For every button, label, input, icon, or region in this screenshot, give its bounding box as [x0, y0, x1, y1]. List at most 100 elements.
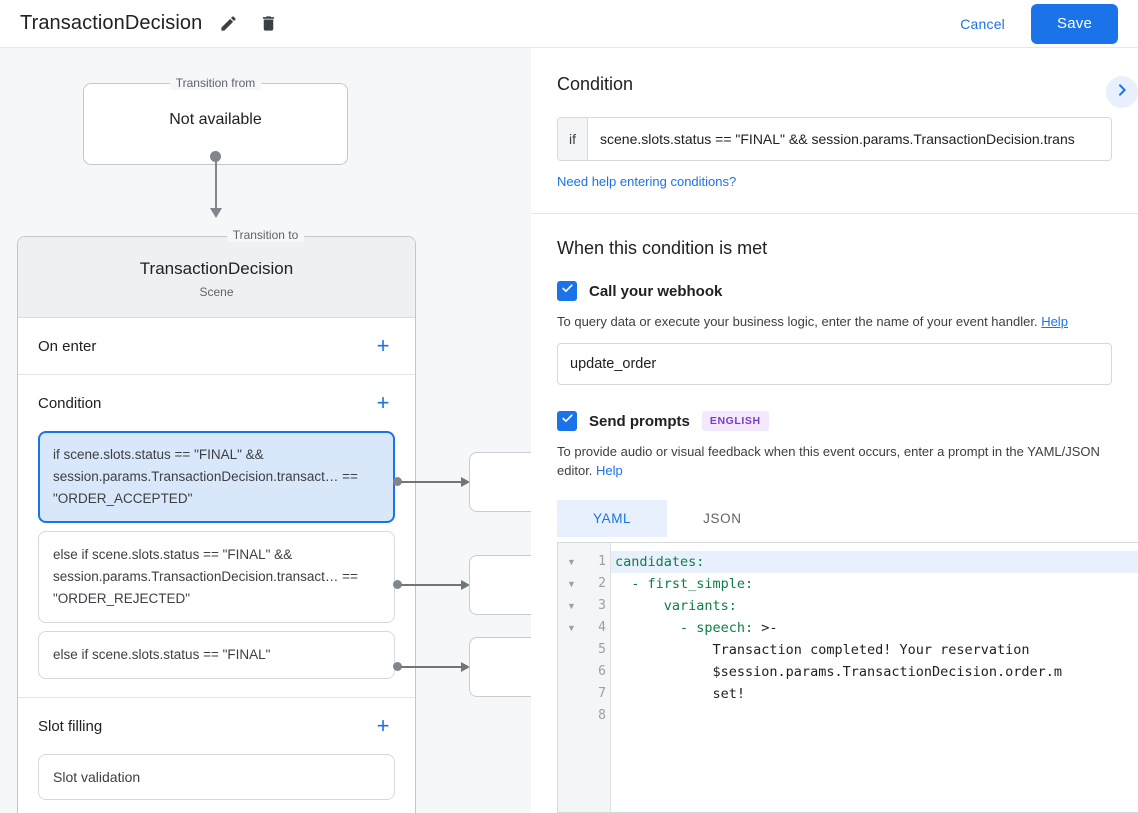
code-line: [611, 705, 1138, 727]
scene-header: TransactionDecision Scene: [18, 237, 415, 318]
call-webhook-checkbox[interactable]: [557, 281, 577, 301]
yaml-key: variants:: [615, 598, 737, 614]
condition-heading: Condition: [557, 74, 634, 94]
edge-dot-2: [393, 662, 402, 671]
send-prompts-checkbox[interactable]: [557, 411, 577, 431]
panel-condition-section: Condition if Need help entering conditio…: [531, 48, 1138, 214]
add-slot-filling-button[interactable]: +: [376, 713, 390, 738]
edge-arrowhead-1: [461, 580, 470, 590]
transition-to-card: TransactionDecision Scene On enter + Con…: [17, 236, 416, 813]
line-number: 6: [598, 664, 606, 679]
condition-help-link[interactable]: Need help entering conditions?: [557, 174, 737, 189]
pencil-icon: [219, 14, 238, 33]
save-button[interactable]: Save: [1031, 3, 1118, 44]
target-node-1[interactable]: [469, 555, 531, 615]
webhook-row: Call your webhook: [557, 281, 1112, 301]
yaml-rest: set!: [615, 686, 746, 702]
yaml-key: - first_simple:: [615, 576, 754, 592]
trash-icon: [259, 14, 278, 33]
code-line: Transaction completed! Your reservation: [611, 639, 1138, 661]
details-panel: Condition if Need help entering conditio…: [531, 48, 1138, 813]
section-on-enter: On enter +: [18, 318, 415, 375]
add-on-enter-button[interactable]: +: [376, 333, 390, 358]
condition-chip-2[interactable]: else if scene.slots.status == "FINAL": [38, 631, 395, 679]
cancel-button[interactable]: Cancel: [944, 8, 1021, 40]
condition-chip-0[interactable]: if scene.slots.status == "FINAL" && sess…: [38, 431, 395, 523]
yaml-key: - speech:: [615, 620, 754, 636]
prompts-block: Send prompts ENGLISH To provide audio or…: [557, 411, 1112, 537]
line-number: 7: [598, 686, 606, 701]
prompts-help-link[interactable]: Help: [596, 463, 623, 478]
section-header: On enter +: [38, 318, 395, 374]
section-condition: Condition + if scene.slots.status == "FI…: [18, 375, 415, 698]
target-node-0[interactable]: [469, 452, 531, 512]
yaml-editor[interactable]: ▼ ▼ ▼ ▼ 1 2 3 4 5 6 7 8 candidates: - fi…: [557, 542, 1138, 813]
collapse-panel-button[interactable]: [1106, 76, 1138, 108]
slot-validation-chip[interactable]: Slot validation: [38, 754, 395, 800]
line-number: 4: [598, 620, 606, 635]
code-area[interactable]: candidates: - first_simple: variants: - …: [611, 543, 1138, 812]
yaml-rest: $session.params.TransactionDecision.orde…: [615, 664, 1063, 680]
fold-toggle-4[interactable]: ▼: [567, 623, 576, 633]
condition-if-label: if: [558, 118, 588, 160]
code-line: - speech: >-: [611, 617, 1138, 639]
edge-line-0: [401, 481, 463, 483]
transition-from-legend: Transition from: [169, 76, 262, 90]
prompts-row: Send prompts ENGLISH: [557, 411, 1112, 431]
code-line: - first_simple:: [611, 573, 1138, 595]
met-heading: When this condition is met: [557, 238, 768, 258]
condition-chip-1[interactable]: else if scene.slots.status == "FINAL" &&…: [38, 531, 395, 623]
webhook-helper-text: To query data or execute your business l…: [557, 312, 1112, 331]
check-icon: [561, 412, 574, 430]
tab-json[interactable]: JSON: [703, 511, 742, 526]
delete-button[interactable]: [254, 10, 282, 38]
yaml-rest: Transaction completed! Your reservation: [615, 642, 1030, 658]
line-number: 1: [598, 554, 606, 569]
fold-gutter: ▼ ▼ ▼ ▼: [558, 543, 585, 812]
condition-input-row[interactable]: if: [557, 117, 1112, 161]
page-title: TransactionDecision: [20, 12, 203, 34]
call-webhook-label: Call your webhook: [589, 282, 723, 300]
webhook-help-link[interactable]: Help: [1041, 314, 1068, 329]
code-line: $session.params.TransactionDecision.orde…: [611, 661, 1138, 683]
scene-type: Scene: [199, 285, 234, 299]
transition-to-legend: Transition to: [226, 228, 305, 242]
check-icon: [561, 282, 574, 300]
language-badge: ENGLISH: [701, 411, 769, 431]
editor-tabs: YAML JSON: [557, 500, 1112, 537]
edge-dot-0: [393, 477, 402, 486]
add-condition-button[interactable]: +: [376, 390, 390, 415]
transition-from-value: Not available: [169, 111, 262, 128]
fold-toggle-2[interactable]: ▼: [567, 579, 576, 589]
fold-toggle-3[interactable]: ▼: [567, 601, 576, 611]
edge-dot-1: [393, 580, 402, 589]
app-header: TransactionDecision Cancel Save: [0, 0, 1138, 48]
prompts-helper-text: To provide audio or visual feedback when…: [557, 442, 1112, 480]
prompts-helper-prefix: To provide audio or visual feedback when…: [557, 444, 1100, 478]
line-number: 8: [598, 708, 606, 723]
line-number: 3: [598, 598, 606, 613]
section-slot-filling: Slot filling + Slot validation: [18, 698, 415, 800]
yaml-key: candidates:: [615, 554, 705, 570]
tab-yaml[interactable]: YAML: [557, 500, 668, 537]
chevron-right-icon: [1114, 82, 1130, 103]
yaml-rest: >-: [753, 620, 778, 636]
line-number: 5: [598, 642, 606, 657]
edge-line-2: [401, 666, 463, 668]
fold-toggle-1[interactable]: ▼: [567, 557, 576, 567]
code-line: candidates:: [611, 551, 1138, 573]
condition-input[interactable]: [588, 118, 1111, 160]
scene-name: TransactionDecision: [139, 259, 294, 278]
edge-arrowhead-0: [461, 477, 470, 487]
scene-graph-canvas[interactable]: Transition from Not available Transition…: [0, 48, 531, 813]
line-number: 2: [598, 576, 606, 591]
webhook-handler-input[interactable]: [557, 343, 1112, 385]
connector-arrowhead: [210, 208, 222, 218]
webhook-helper-prefix: To query data or execute your business l…: [557, 314, 1042, 329]
section-header: Slot filling +: [38, 698, 395, 754]
edge-arrowhead-2: [461, 662, 470, 672]
target-node-2[interactable]: [469, 637, 531, 697]
line-number-gutter: 1 2 3 4 5 6 7 8: [585, 543, 611, 812]
section-title-condition: Condition: [38, 394, 102, 412]
edit-button[interactable]: [214, 10, 242, 38]
